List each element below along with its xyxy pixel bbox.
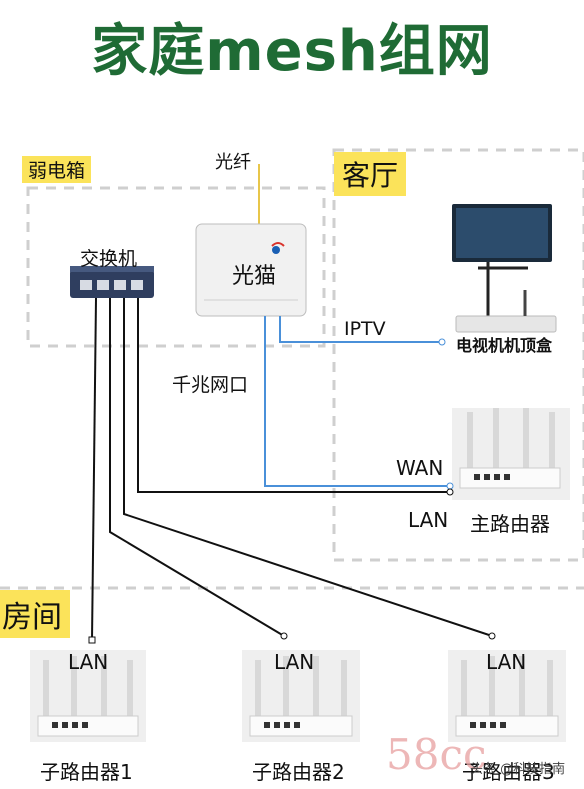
iptv-cable bbox=[279, 316, 442, 343]
sub3-lan-cable bbox=[123, 298, 493, 637]
sub3-lan-label: LAN bbox=[486, 650, 527, 674]
watermark-text: 58cc bbox=[386, 730, 487, 779]
wan-label: WAN bbox=[396, 456, 444, 480]
modem-label: 光猫 bbox=[232, 264, 277, 289]
main-router-device bbox=[452, 408, 570, 500]
wan-cable bbox=[264, 316, 450, 487]
diagram-title: 家庭mesh组网 bbox=[91, 19, 493, 84]
sub-router-1-label: 子路由器1 bbox=[40, 760, 133, 784]
weak-box-zone bbox=[26, 186, 326, 348]
sub1-lan-end bbox=[88, 636, 96, 644]
sub1-lan-cable bbox=[91, 297, 97, 641]
switch-device bbox=[70, 266, 154, 298]
sub1-lan-label: LAN bbox=[68, 650, 109, 674]
main-router-label: 主路由器 bbox=[470, 512, 550, 536]
fiber-label: 光纤 bbox=[215, 152, 251, 173]
sub2-lan-cable bbox=[109, 298, 285, 637]
room-tag: 房间 bbox=[0, 590, 70, 638]
main-router-lan-cable bbox=[137, 298, 450, 493]
sub-router-2-label: 子路由器2 bbox=[252, 760, 345, 784]
iptv-cable-end bbox=[438, 338, 446, 346]
sub-router-2-device bbox=[242, 650, 360, 742]
settop-label: 电视机机顶盒 bbox=[456, 336, 553, 355]
sub2-lan-label: LAN bbox=[274, 650, 315, 674]
main-router-lan-end bbox=[446, 488, 454, 496]
tv-device bbox=[452, 204, 557, 333]
sub2-lan-end bbox=[280, 632, 288, 640]
sub3-lan-end bbox=[488, 632, 496, 640]
author-credit: 头条 @科技指南 bbox=[470, 762, 566, 777]
main-lan-label: LAN bbox=[408, 508, 449, 532]
sub-router-1-device bbox=[30, 650, 146, 742]
switch-label: 交换机 bbox=[80, 248, 138, 270]
wan-cable-end bbox=[446, 482, 454, 490]
gigabit-port-label: 千兆网口 bbox=[172, 374, 249, 396]
sub-router-3-device bbox=[448, 650, 566, 742]
weak-box-tag: 弱电箱 bbox=[22, 156, 92, 183]
living-room-tag: 客厅 bbox=[334, 152, 407, 196]
sub-router-3-label: 子路由器3 bbox=[462, 760, 555, 784]
modem-device bbox=[195, 223, 307, 317]
iptv-label: IPTV bbox=[344, 318, 386, 340]
